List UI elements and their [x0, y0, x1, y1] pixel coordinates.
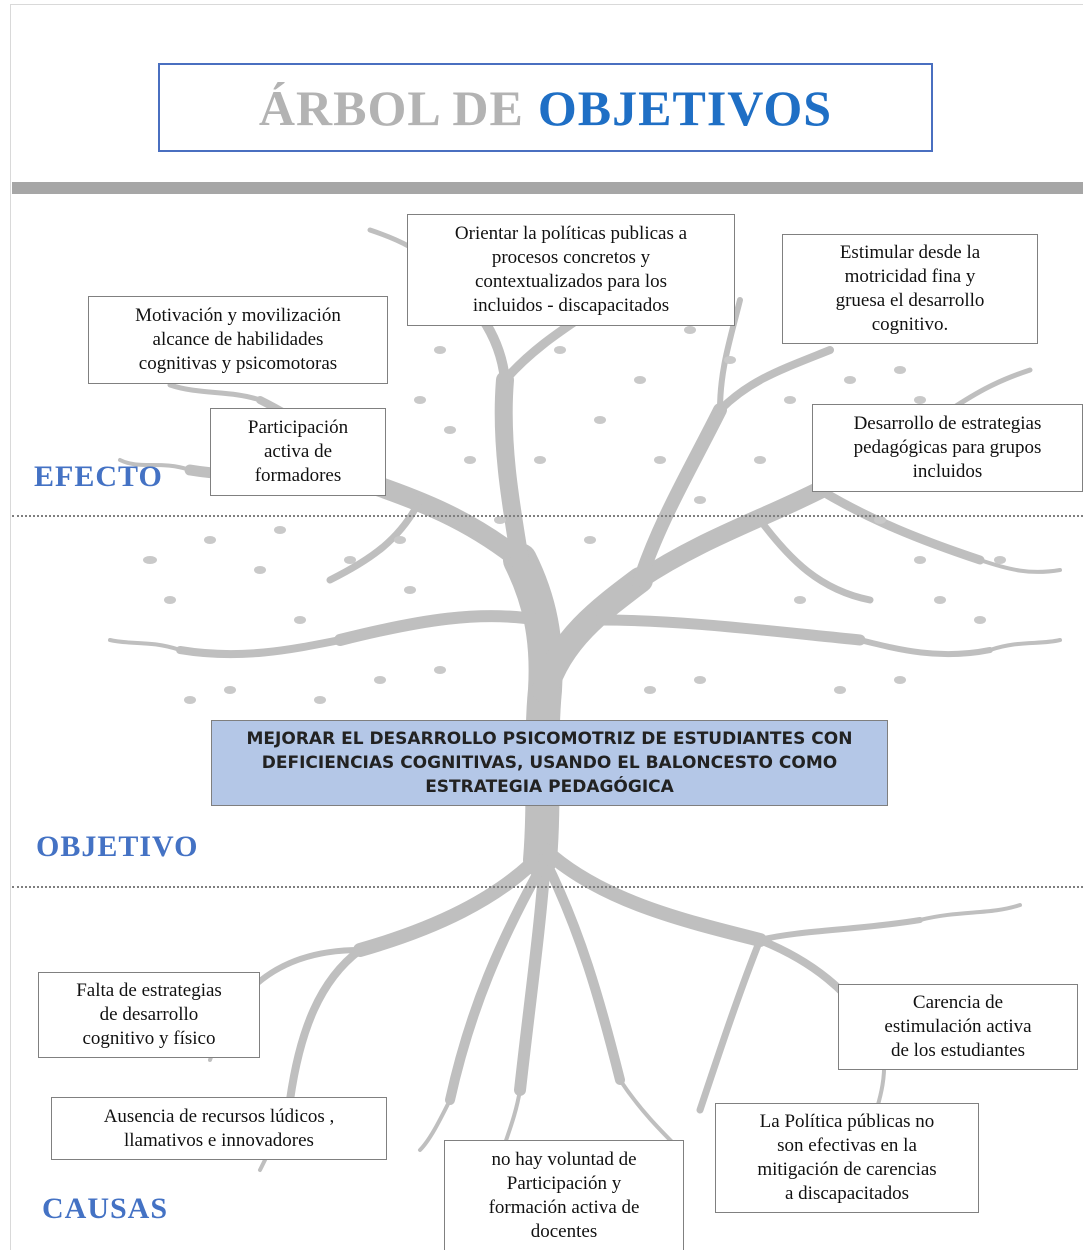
cause-text: La Política públicas no son efectivas en… [757, 1111, 937, 1204]
effect-box: Motivación y movilización alcance de hab… [88, 296, 388, 384]
cause-box: Falta de estrategias de desarrollo cogni… [38, 972, 260, 1058]
divider-effect-objective [12, 515, 1083, 517]
title-box: ÁRBOL DE OBJETIVOS [158, 63, 933, 152]
cause-box: Ausencia de recursos lúdicos , llamativo… [51, 1097, 387, 1160]
section-label-effect: EFECTO [34, 460, 163, 493]
divider-objective-causes [12, 886, 1083, 888]
effect-box: Desarrollo de estrategias pedagógicas pa… [812, 404, 1083, 492]
effect-box: Estimular desde la motricidad fina y gru… [782, 234, 1038, 344]
effect-text: Participación activa de formadores [247, 417, 349, 486]
effect-text: Orientar la políticas publicas a proceso… [454, 223, 688, 316]
section-label-objective: OBJETIVO [36, 830, 199, 863]
title-part1: ÁRBOL DE [258, 79, 524, 136]
page-frame-left [10, 4, 11, 1250]
title-part2: OBJETIVOS [537, 79, 833, 136]
effect-text: Motivación y movilización alcance de hab… [135, 305, 341, 374]
effect-text: Estimular desde la motricidad fina y gru… [835, 242, 985, 335]
cause-text: Falta de estrategias de desarrollo cogni… [76, 980, 222, 1049]
effect-text: Desarrollo de estrategias pedagógicas pa… [853, 413, 1042, 482]
cause-box: Carencia de estimulación activa de los e… [838, 984, 1078, 1070]
objective-box: MEJORAR EL DESARROLLO PSICOMOTRIZ DE EST… [211, 720, 888, 806]
header-divider-bar [12, 182, 1083, 194]
objective-text: MEJORAR EL DESARROLLO PSICOMOTRIZ DE EST… [246, 729, 853, 797]
effect-box: Participación activa de formadores [210, 408, 386, 496]
cause-text: Carencia de estimulación activa de los e… [884, 992, 1032, 1061]
cause-box: La Política públicas no son efectivas en… [715, 1103, 979, 1213]
cause-text: no hay voluntad de Participación y forma… [488, 1148, 640, 1242]
section-label-causes: CAUSAS [42, 1192, 169, 1225]
cause-text: Ausencia de recursos lúdicos , llamativo… [103, 1105, 335, 1151]
page-frame-top [10, 4, 1083, 5]
effect-box: Orientar la políticas publicas a proceso… [407, 214, 735, 326]
cause-box: no hay voluntad de Participación y forma… [444, 1140, 684, 1250]
